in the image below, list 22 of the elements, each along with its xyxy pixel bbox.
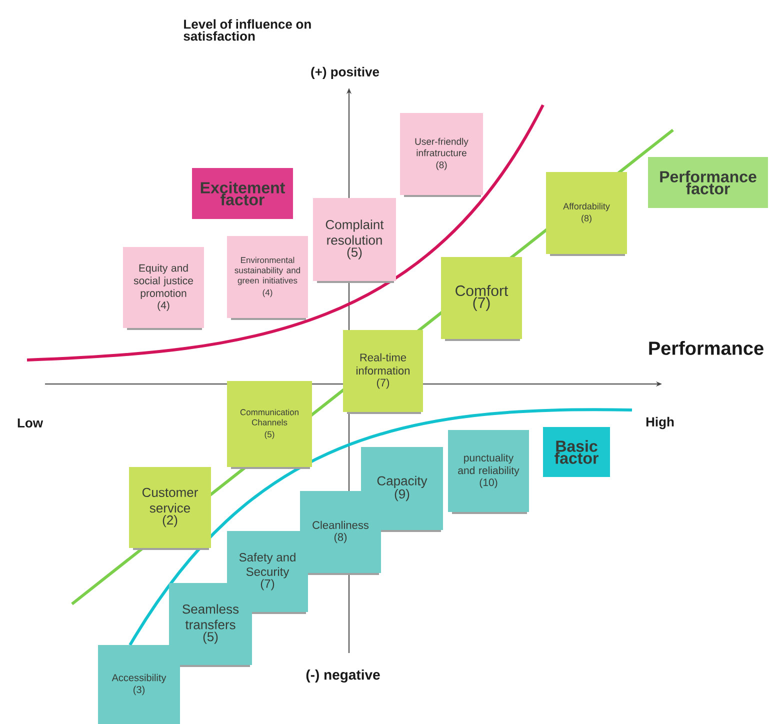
sticky-note: Complaint resolution (5) bbox=[313, 198, 396, 281]
axis-label: Low bbox=[18, 418, 44, 428]
sticky-note: Communication Channels (5) bbox=[227, 381, 312, 467]
axis-label: High bbox=[646, 416, 674, 430]
factor-label: Basic factor bbox=[543, 427, 610, 477]
sticky-note: Customer service (2) bbox=[129, 467, 211, 548]
sticky-note: Real-time information (7) bbox=[343, 330, 423, 412]
sticky-note: Affordability (8) bbox=[546, 172, 627, 254]
factor-label: Performance factor bbox=[648, 157, 768, 208]
sticky-note: Equity and social justice promotion (4) bbox=[123, 247, 204, 328]
sticky-note: Environmental sustainability and green initiatives (4) bbox=[227, 236, 308, 318]
axis-label: (-) negative bbox=[306, 669, 380, 683]
factor-label: Excitement factor bbox=[192, 168, 293, 219]
sticky-note: Accessibility (3) bbox=[98, 645, 180, 724]
axis-label: (+) positive bbox=[311, 66, 380, 80]
axis-label: Performance bbox=[649, 341, 764, 355]
sticky-note: Comfort (7) bbox=[441, 257, 522, 339]
sticky-note: User-friendly infratructure (8) bbox=[400, 113, 483, 195]
sticky-note: punctuality and reliability (10) bbox=[448, 430, 529, 512]
sticky-note: Cleanliness (8) bbox=[300, 491, 381, 573]
axis-label: Level of influence on satisfaction bbox=[184, 19, 311, 41]
sticky-note: Seamless transfers (5) bbox=[169, 583, 252, 665]
